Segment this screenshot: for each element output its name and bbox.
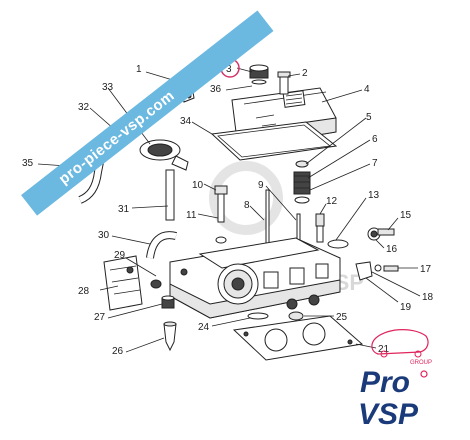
sensor-26 <box>163 321 177 352</box>
cylinder-head <box>169 237 341 319</box>
tube-31 <box>165 169 175 221</box>
callout-30: 30 <box>98 230 110 241</box>
callout-3: 3 <box>226 64 232 75</box>
callout-36: 36 <box>210 84 222 95</box>
ribbon-text: pro-piece-vsp.com <box>56 87 178 188</box>
callout-1: 1 <box>136 64 142 75</box>
sensor-15-16 <box>367 227 395 241</box>
callout-5: 5 <box>366 112 372 123</box>
callout-21: 21 <box>378 344 390 355</box>
callout-15: 15 <box>400 210 412 221</box>
callout-24: 24 <box>198 322 210 333</box>
callout-34: 34 <box>180 116 192 127</box>
callout-31: 31 <box>118 204 130 215</box>
logo-pro-text: Pro <box>360 366 410 399</box>
callout-13: 13 <box>368 190 380 201</box>
logo-car-outline <box>371 329 429 355</box>
callout-2: 2 <box>302 68 308 79</box>
callout-28: 28 <box>78 286 90 297</box>
callout-17: 17 <box>420 264 432 275</box>
watermark-circle <box>209 161 283 235</box>
logo-group-text: GROUP <box>410 360 432 366</box>
callout-labels: 1 2 3 4 5 6 7 8 9 10 11 12 13 15 16 17 1… <box>22 64 434 357</box>
callout-4: 4 <box>364 84 370 95</box>
callout-32: 32 <box>78 102 90 113</box>
logo-vsp-text: VSP <box>358 398 419 431</box>
callout-12: 12 <box>326 196 338 207</box>
callout-33: 33 <box>102 82 114 93</box>
provsp-logo: GROUP Pro VSP <box>358 329 432 431</box>
callout-26: 26 <box>112 346 124 357</box>
plug-27 <box>161 295 175 309</box>
callout-29: 29 <box>114 250 126 261</box>
cover-gasket <box>210 121 338 161</box>
valve-spring-parts <box>293 160 311 204</box>
oil-cap <box>249 64 269 85</box>
callout-6: 6 <box>372 134 378 145</box>
callout-8: 8 <box>244 200 250 211</box>
callout-35: 35 <box>22 158 34 169</box>
stud-2 <box>277 71 291 95</box>
thermostat-housing-33 <box>139 139 189 171</box>
callout-7: 7 <box>372 158 378 169</box>
ribbon-band <box>21 10 274 216</box>
plug-12 <box>315 213 325 243</box>
callout-27: 27 <box>94 312 106 323</box>
bracket-17-18-19 <box>355 261 399 281</box>
bolt-10 <box>214 185 228 244</box>
callout-9: 9 <box>258 180 264 191</box>
callout-25: 25 <box>336 312 348 323</box>
logo-dot <box>420 370 428 378</box>
head-gasket <box>232 315 364 361</box>
callout-16: 16 <box>386 244 398 255</box>
bracket-28-29 <box>103 255 162 311</box>
callout-19: 19 <box>400 302 412 313</box>
seal-25 <box>288 311 304 321</box>
leader-lines <box>37 67 421 353</box>
oring-24 <box>247 312 269 320</box>
callout-10: 10 <box>192 180 204 191</box>
callout-18: 18 <box>422 292 434 303</box>
callout-11: 11 <box>186 210 197 221</box>
ring-13 <box>327 239 349 249</box>
